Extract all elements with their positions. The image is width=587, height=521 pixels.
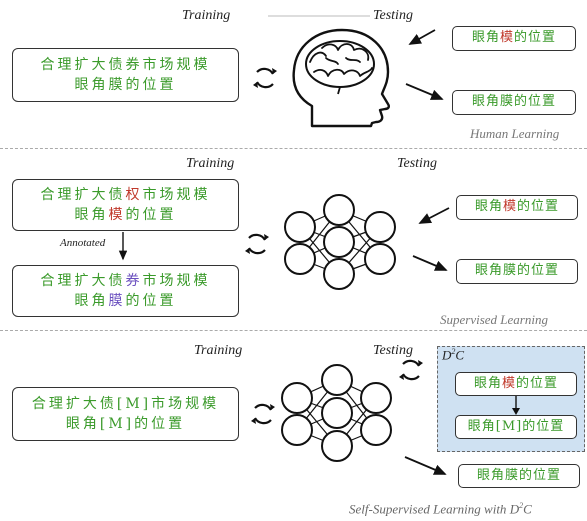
test-output-box: 眼角膜的位置 — [452, 90, 576, 115]
text-segment: 眼角 — [74, 293, 109, 309]
training-label: Training — [194, 343, 243, 358]
section-caption: Self-Supervised Learning with D2C — [349, 501, 532, 517]
text-segment: 合理扩大债 — [40, 273, 126, 289]
error-char: 模 — [502, 199, 517, 214]
noisy-text-line: 眼角模的位置 — [13, 205, 238, 225]
neural-network-icon — [281, 364, 392, 462]
clean-text-line: 合理扩大债券市场规模 — [13, 271, 238, 291]
test-output-box: 眼角膜的位置 — [458, 464, 580, 488]
testing-label: Testing — [373, 8, 413, 23]
test-input-box: 眼角模的位置 — [452, 26, 576, 51]
error-char: 权 — [125, 187, 143, 203]
text-segment: 市场规模 — [142, 187, 211, 203]
neural-network-icon — [284, 194, 396, 290]
testing-label: Testing — [397, 156, 437, 171]
test-output-arrow — [412, 255, 448, 271]
cycle-arrows-icon — [251, 66, 279, 90]
down-arrow-icon — [512, 396, 520, 415]
section-caption: Supervised Learning — [440, 312, 548, 327]
training-text-line: 合理扩大债券市场规模 — [40, 57, 211, 73]
training-text-line: 眼角膜的位置 — [74, 77, 177, 93]
text-segment: D — [509, 501, 520, 517]
section-divider — [0, 330, 587, 331]
text-segment: Self-Supervised Learning with — [349, 501, 510, 517]
text-segment: 的位置 — [514, 30, 557, 45]
text-segment: 眼角 — [473, 376, 502, 391]
noisy-text-line: 合理扩大债权市场规模 — [13, 185, 238, 205]
superscript: 2 — [519, 501, 524, 510]
cycle-arrows-icon — [243, 232, 271, 256]
training-label: Training — [186, 156, 235, 171]
cycle-arrows-icon — [397, 358, 425, 382]
superscript: 2 — [451, 347, 456, 356]
test-input-arrow — [408, 29, 436, 45]
text-segment: 的位置 — [125, 293, 177, 309]
d2c-label: D2C — [442, 347, 464, 363]
text-segment: 的位置 — [125, 207, 177, 223]
noisy-input-box: 合理扩大债权市场规模 眼角模的位置 — [12, 179, 239, 231]
masked-input-box: 合理扩大债[M]市场规模 眼角[M]的位置 — [12, 387, 239, 441]
test-output-box: 眼角膜的位置 — [456, 259, 578, 284]
cycle-arrows-icon — [249, 402, 277, 426]
error-char: 模 — [108, 207, 126, 223]
training-label: Training — [182, 8, 231, 23]
error-char: 模 — [499, 30, 514, 45]
text-segment: 眼角 — [474, 199, 503, 214]
text-segment: C — [523, 501, 532, 517]
clean-text-line: 眼角膜的位置 — [13, 291, 238, 311]
error-char: 模 — [501, 376, 516, 391]
section-divider — [0, 148, 587, 149]
text-segment: 市场规模 — [142, 273, 211, 289]
masked-text-line: 眼角[M]的位置 — [65, 416, 186, 432]
d2c-output-box: 眼角[M]的位置 — [455, 415, 577, 439]
d2c-input-box: 眼角模的位置 — [455, 372, 577, 396]
corrected-char: 膜 — [108, 293, 126, 309]
section-caption: Human Learning — [470, 126, 560, 141]
test-input-box: 眼角模的位置 — [456, 195, 578, 220]
text-segment: 的位置 — [516, 376, 559, 391]
training-input-box: 合理扩大债券市场规模 眼角膜的位置 — [12, 48, 239, 102]
annotated-target-box: 合理扩大债券市场规模 眼角膜的位置 — [12, 265, 239, 317]
testing-label: Testing — [373, 343, 413, 358]
text-segment: 眼角 — [471, 30, 500, 45]
text-segment: 眼角 — [74, 207, 109, 223]
text-segment: 的位置 — [517, 199, 560, 214]
test-output-arrow — [404, 456, 447, 475]
text-segment: C — [455, 347, 465, 363]
masked-text-line: 合理扩大债[M]市场规模 — [31, 396, 220, 412]
text-segment: 合理扩大债 — [40, 187, 126, 203]
corrected-char: 券 — [125, 273, 143, 289]
text-segment: D — [442, 347, 452, 363]
human-head-brain-icon — [292, 28, 390, 128]
test-input-arrow — [418, 207, 450, 224]
annotated-label: Annotated — [60, 237, 106, 249]
test-output-arrow — [405, 83, 444, 100]
